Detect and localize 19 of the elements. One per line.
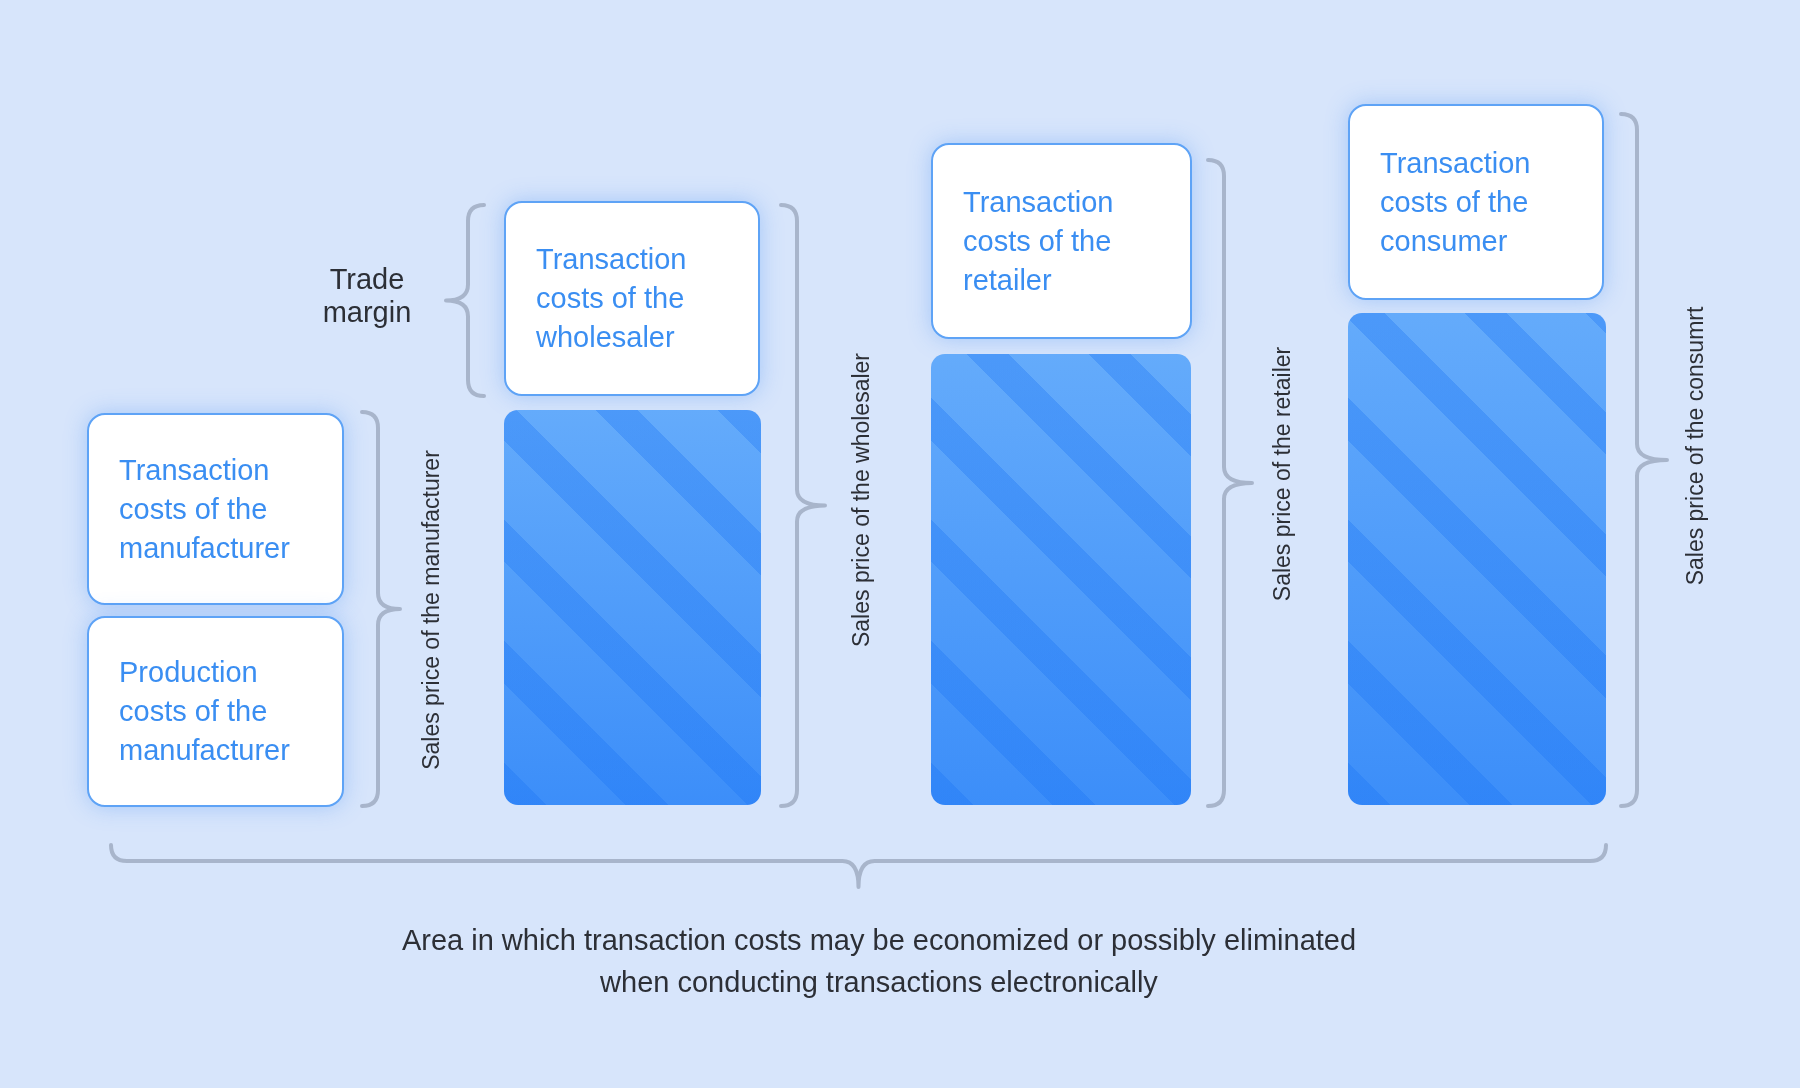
brace-label: Sales price of the wholesaler [847,352,875,648]
striped-bar [1348,313,1606,805]
cost-box [1348,104,1604,300]
cost-box [931,143,1192,339]
brace-label: Sales price of the consumrt [1681,306,1709,586]
box-text: Transaction costs of the wholesaler [536,242,688,355]
box-text: Transaction costs of the manufacturer [119,452,291,566]
box-text: Transaction costs of the retailer [963,184,1115,298]
cost-box [87,616,344,807]
brace-label: Sales price of the retailer [1268,346,1296,602]
box-text: Production costs of the manufacturer [119,655,291,768]
cost-box [87,413,344,605]
brace-label: Trade margin [321,263,413,329]
striped-bar [504,410,761,805]
brace-label: Sales price of the manufacturer [417,450,445,770]
striped-bar [931,354,1191,805]
box-text: Transaction costs of the consumer [1380,145,1532,259]
cost-box [504,201,760,396]
brace-label: Area in which transaction costs may be economized or possibly eliminated when conducting transactions electronically [400,923,1358,1000]
